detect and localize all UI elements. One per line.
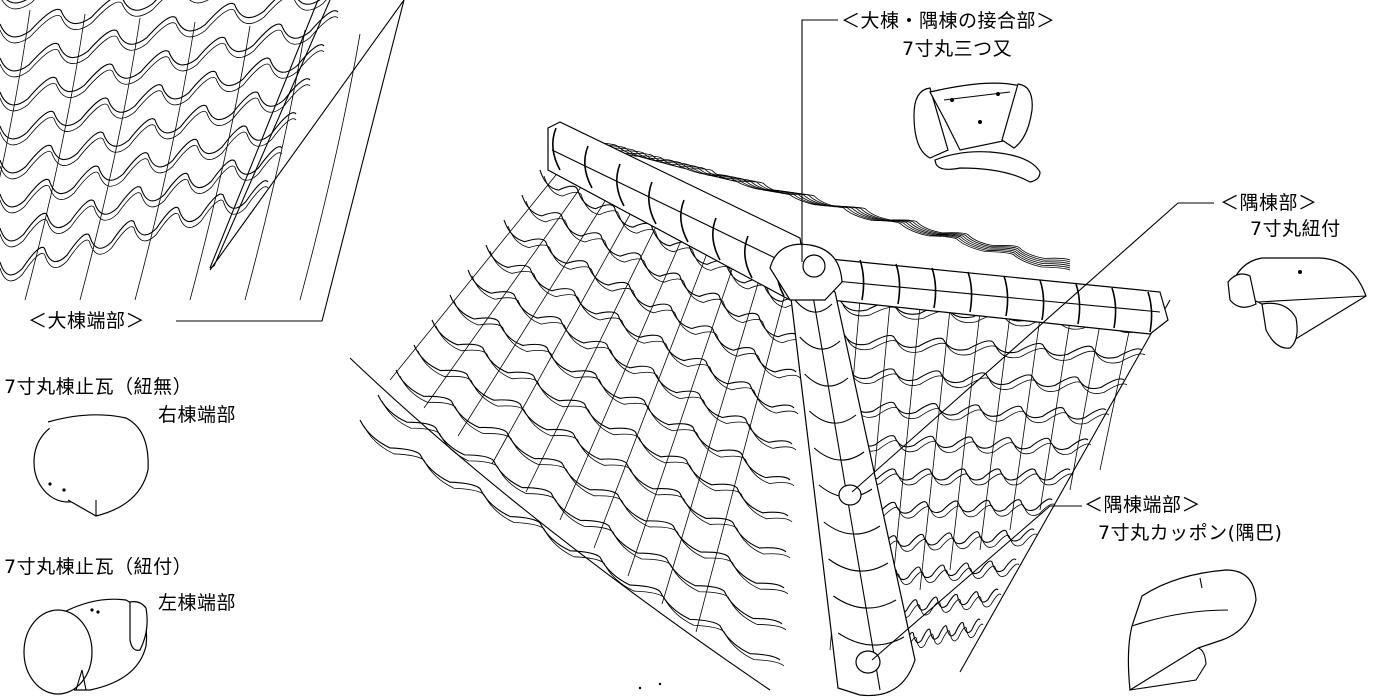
label-hip-end-title: ＜隅棟端部＞	[1084, 494, 1202, 516]
label-left-end: 左棟端部	[158, 592, 237, 614]
three-way-tile	[913, 82, 1041, 183]
main-ridge	[547, 121, 809, 301]
label-joint-part: 7寸丸三つ又	[902, 38, 1013, 60]
leader-lines	[176, 0, 1214, 661]
label-right-end: 右棟端部	[158, 404, 237, 426]
label-stop-no-cord: 7寸丸棟止瓦（紐無）	[4, 376, 193, 398]
label-stop-cord: 7寸丸棟止瓦（紐付）	[4, 556, 193, 578]
ridge-end-detail	[0, 0, 405, 301]
roof-body	[349, 129, 1171, 691]
label-hip-end-part: 7寸丸カッポン(隅巴)	[1098, 522, 1283, 544]
label-joint-title: ＜大棟・隅棟の接合部＞	[841, 10, 1056, 32]
label-hip-title: ＜隅棟部＞	[1220, 192, 1318, 214]
hip-ridge-front	[789, 279, 916, 697]
label-hip-part: 7寸丸紐付	[1250, 218, 1341, 240]
ridge-stop-tile-cord	[23, 598, 148, 695]
ridge-stop-tile-no-cord	[33, 414, 149, 517]
hip-ridge-right	[819, 257, 1169, 335]
label-main-ridge-end: ＜大棟端部＞	[28, 310, 146, 332]
ridge-joint	[769, 243, 843, 301]
hip-end-cap-tile	[1127, 569, 1257, 692]
hip-cord-tile	[1227, 257, 1367, 349]
